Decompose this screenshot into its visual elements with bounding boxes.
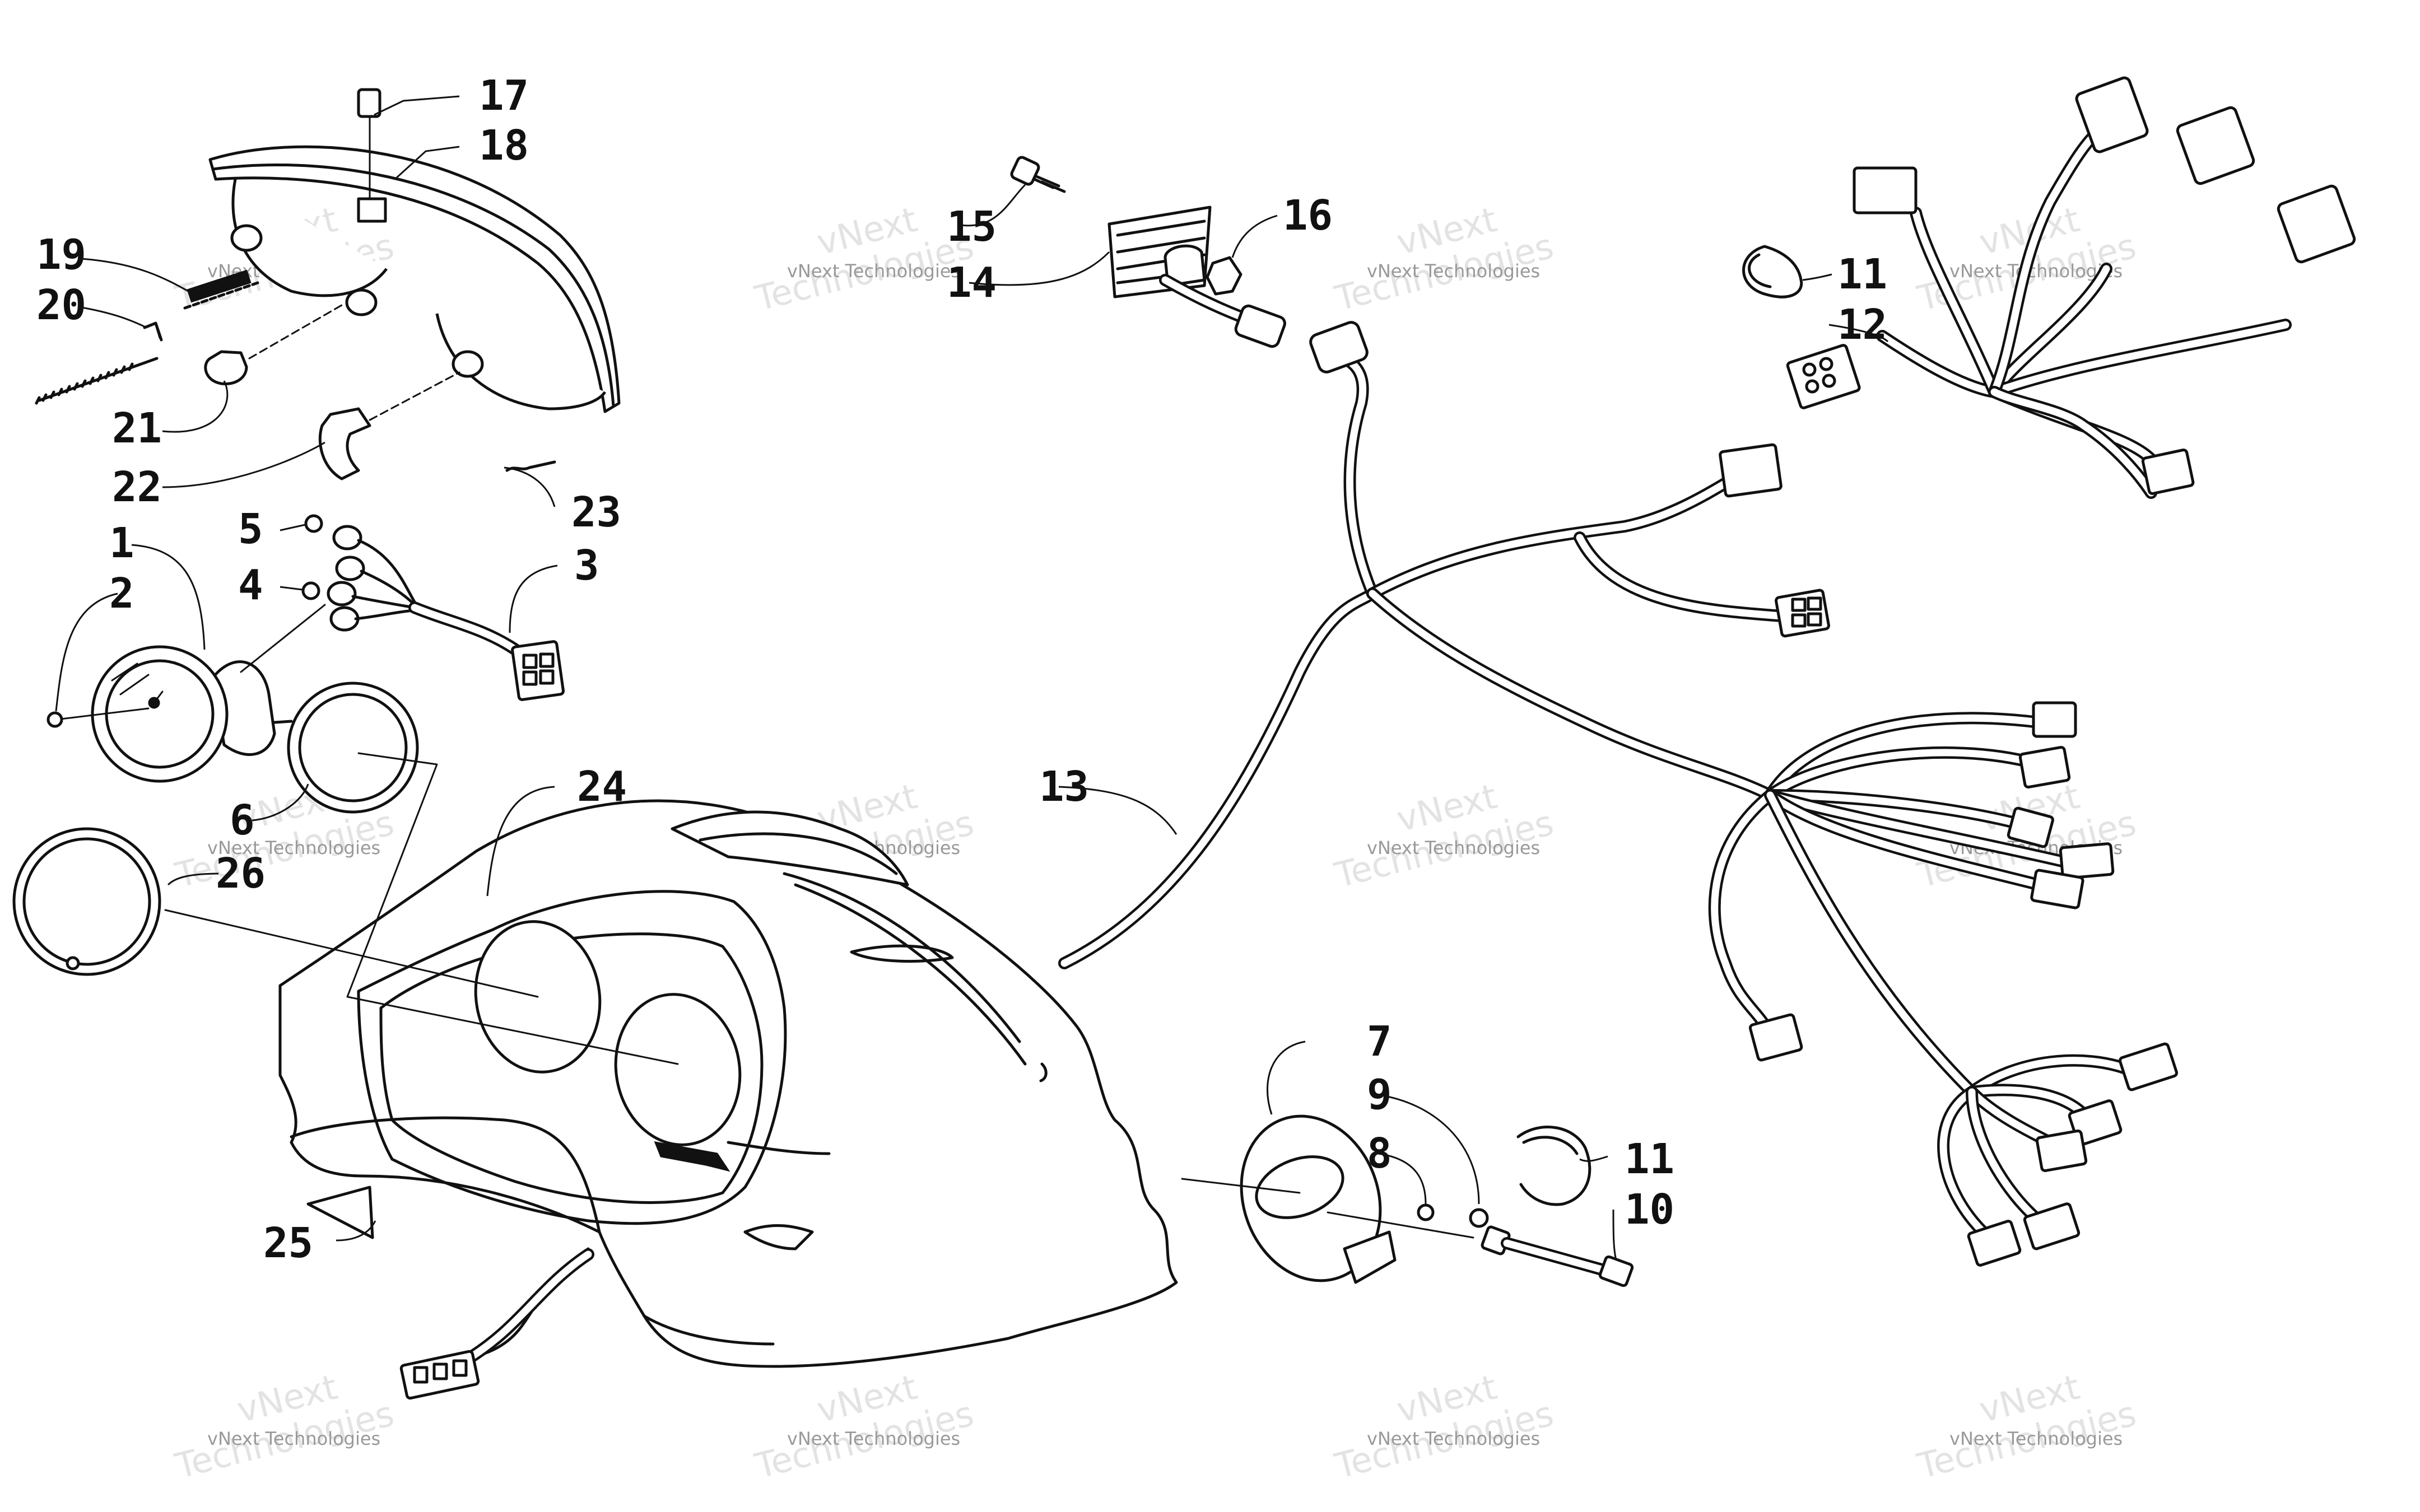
- watermark-small: vNext Technologies: [207, 837, 380, 858]
- callout-10: 10: [1625, 1186, 1674, 1234]
- callout-26: 26: [216, 850, 266, 898]
- connector-l: [1967, 1220, 2022, 1267]
- connector-c: [2032, 701, 2077, 738]
- voltage-regulator: [1010, 156, 1286, 348]
- bulb-socket-2: [345, 288, 378, 316]
- callout-17: 17: [479, 72, 529, 120]
- screw-2: [46, 711, 63, 728]
- callout-15: 15: [947, 203, 997, 251]
- bulb-socket-1: [230, 224, 263, 252]
- callout-3: 3: [574, 542, 599, 590]
- headlight-assembly: [35, 88, 621, 480]
- spring-19: [187, 269, 252, 303]
- watermark-small: vNext Technologies: [1367, 1428, 1540, 1449]
- connector-a: [1719, 443, 1783, 498]
- callout-20: 20: [36, 281, 86, 329]
- callout-16: 16: [1283, 192, 1333, 240]
- bulb-21: [204, 350, 248, 385]
- clamp-11-top: [1742, 245, 1803, 298]
- bulb-5: [304, 514, 323, 533]
- cable-10: [1598, 1255, 1634, 1287]
- callout-19: 19: [36, 231, 86, 279]
- callout-1: 1: [109, 519, 134, 567]
- callout-23: 23: [571, 488, 621, 536]
- bracket-18: [357, 197, 387, 223]
- connector-12c: [2176, 106, 2255, 185]
- watermark-small: vNext Technologies: [787, 1428, 960, 1449]
- callout-5: 5: [238, 505, 263, 553]
- connector-12f: [2141, 448, 2195, 495]
- connector-f: [2059, 842, 2115, 880]
- callout-4: 4: [238, 561, 263, 609]
- clamp-11-bottom: [1516, 1126, 1591, 1206]
- connector-12a: [1853, 166, 1918, 214]
- connector-i: [2118, 1042, 2179, 1091]
- watermark-small: vNext Technologies: [1949, 1428, 2123, 1449]
- connector-12b: [2075, 76, 2149, 153]
- watermark-small: vNext Technologies: [1367, 260, 1540, 282]
- callout-14: 14: [947, 259, 997, 307]
- watermark-small: vNext Technologies: [787, 260, 960, 282]
- connector-d: [2018, 745, 2071, 789]
- speedometer-assembly: [1181, 1114, 1634, 1287]
- main-wiring-harness-13: [1058, 321, 2179, 1267]
- connector-top: [1309, 321, 1369, 374]
- callout-13: 13: [1039, 763, 1089, 811]
- secondary-harness-12: [1742, 76, 2356, 499]
- connector-m: [2023, 1202, 2081, 1250]
- logo-decal: [654, 1141, 730, 1172]
- callout-18: 18: [479, 122, 529, 170]
- nut-9: [1469, 1208, 1489, 1228]
- gauge-face: [105, 659, 215, 769]
- instrument-hood: [164, 752, 1178, 1400]
- connector-g: [2030, 869, 2084, 909]
- connector-12d: [2277, 184, 2356, 264]
- nut-16: [1206, 256, 1242, 296]
- bulb-socket-3: [452, 350, 484, 378]
- decal-25: [306, 1186, 374, 1239]
- leader-lines: [55, 95, 1889, 1261]
- callout-7: 7: [1367, 1018, 1392, 1066]
- gasket-6-inner: [298, 693, 408, 802]
- connector-e: [2007, 806, 2054, 848]
- callout-9: 9: [1367, 1071, 1392, 1119]
- callout-11-bottom: 11: [1625, 1135, 1674, 1183]
- callout-8: 8: [1367, 1130, 1392, 1178]
- callout-25: 25: [263, 1219, 313, 1267]
- callout-labels: 17 18 19 20 21 22 23 5 3 1 4 2 6 26 24 2…: [36, 72, 1887, 1267]
- connector-k: [2035, 1129, 2088, 1173]
- washer-8: [1417, 1203, 1435, 1221]
- callout-21: 21: [112, 404, 162, 452]
- connector-h: [1748, 1013, 1803, 1062]
- watermark-small: vNext Technologies: [207, 1428, 380, 1449]
- callout-22: 22: [112, 463, 162, 511]
- clip-17: [357, 88, 381, 118]
- callout-2: 2: [109, 570, 134, 618]
- watermark-small: vNext Technologies: [1367, 837, 1540, 858]
- gasket-26-inner: [22, 837, 151, 966]
- callout-11-top: 11: [1837, 250, 1887, 298]
- regulator-connector: [1234, 304, 1286, 348]
- cup-7: [1240, 1114, 1382, 1282]
- gauge-opening-2: [614, 993, 742, 1146]
- callout-6: 6: [230, 796, 255, 844]
- callout-12: 12: [1837, 301, 1887, 349]
- callout-24: 24: [577, 763, 627, 811]
- bulb-4: [301, 581, 320, 600]
- tachometer-gauge: [12, 514, 565, 976]
- boot-22: [318, 407, 371, 480]
- harness-3: [327, 525, 565, 701]
